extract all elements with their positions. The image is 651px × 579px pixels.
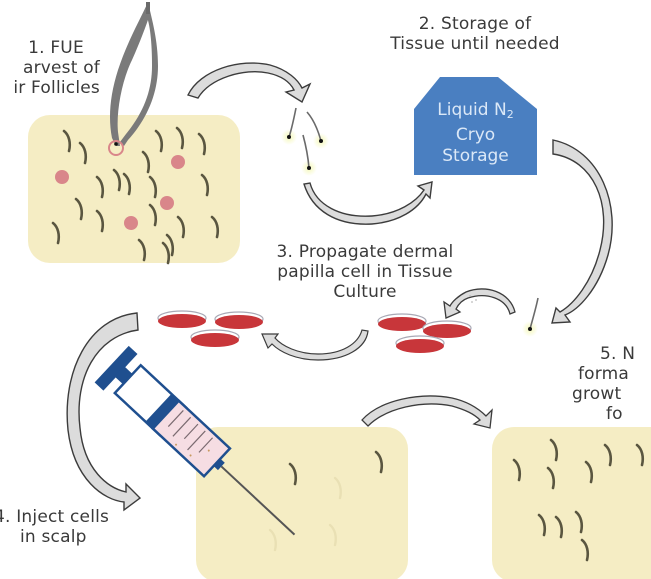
extraction-wound [171,155,185,169]
step-5-line-2: forma [578,364,630,384]
hair-strand [537,513,547,537]
step-2-label: 2. Storage of Tissue until needed [370,14,580,54]
petri-dish-group-right [377,313,472,353]
step-3-line-1: 3. Propagate dermal [276,242,454,262]
hair-strand [176,215,186,239]
hair-strand [580,538,590,562]
curved-arrow-4 [443,288,516,319]
faint-hair-strand [328,523,337,547]
cryo-storage-label: Liquid N2 Cryo Storage [414,100,537,167]
curved-arrow-5 [261,329,369,361]
hair-strand [154,129,164,153]
hair-strand [374,450,384,474]
step-3-line-2: papilla cell in Tissue [277,262,453,282]
step-5-label: 5. N forma growt fo [572,344,651,424]
faint-hair-group [268,476,342,552]
step-5-line-3: growt [572,384,622,404]
faint-hair-strand [268,528,277,552]
hair-group-injection [288,450,384,486]
petri-dish-group-left [157,310,264,347]
curved-arrow-6 [66,312,142,512]
petri-dish [190,329,240,347]
hair-strand [95,209,105,233]
step-1-line-3: ir Follicles [13,78,100,98]
extraction-wound [55,170,69,184]
petri-dish [422,320,472,338]
single-follicle [522,297,539,337]
petri-dish [395,335,445,353]
scalp-patch-injection [196,427,408,579]
hair-group-growth [512,438,645,562]
step-3-label: 3. Propagate dermal papilla cell in Tiss… [250,242,480,302]
hair-strand [148,175,158,199]
hair-strand [546,466,556,490]
hair-strand [554,515,564,539]
wound-group [55,155,185,230]
hair-strand [574,510,584,534]
hair-strand [95,175,105,199]
petri-dish [377,313,427,331]
tweezers-icon [108,2,158,156]
hair-strand [200,173,210,197]
hair-strand [512,458,522,482]
curved-arrow-2 [303,181,433,225]
cryo-line-3: Storage [442,146,509,166]
hair-strand [148,203,158,227]
hair-strand [122,172,132,196]
step-4-label: 4. Inject cells in scalp [0,507,134,547]
hair-strand [288,462,298,486]
step-1-line-1: 1. FUE [28,38,84,58]
step-1-label: 1. FUE arvest of ir Follicles [0,38,100,98]
hair-strand [175,126,185,150]
hair-strand [137,238,147,262]
curved-arrow-7 [361,395,493,429]
step-3-line-3: Culture [333,282,397,302]
hair-strand [549,438,559,462]
scalp-patch-growth [492,427,651,579]
hair-strand [62,129,72,153]
hair-strand [51,221,61,245]
hair-strand [141,150,151,174]
cryo-storage-box [414,77,537,175]
petri-dish [214,311,264,329]
curved-arrow-3 [551,139,613,324]
cryo-line-1-subscript: 2 [506,108,514,121]
hair-group-harvest [51,126,220,265]
hair-strand [197,132,207,156]
step-1-line-2: arvest of [22,58,100,78]
step-4-line-1: 4. Inject cells [0,507,110,527]
hair-strand [74,197,84,221]
faint-hair-strand [333,476,342,500]
cryo-line-2: Cryo [455,125,496,145]
hair-strand [210,215,220,239]
syringe-icon [94,345,296,536]
hair-strand [584,460,594,484]
scalp-patch-harvest [28,115,240,263]
step-2-line-1: 2. Storage of [418,14,532,34]
harvested-follicles [281,107,329,176]
step-5-line-4: fo [606,404,623,424]
extraction-wound [160,196,174,210]
step-5-line-1: 5. N [600,344,636,364]
cryo-line-1: Liquid N2 [414,100,537,125]
hair-strand [78,141,88,165]
petri-dish [157,310,207,328]
hair-strand [635,443,645,467]
hair-strand [603,443,613,467]
step-4-line-2: in scalp [20,527,87,547]
curved-arrow-1 [187,62,312,104]
hair-strand [161,241,171,265]
hair-strand [165,233,175,257]
cryo-line-1-main: Liquid N [437,100,507,120]
extraction-wound [124,216,138,230]
hair-strand [112,168,122,192]
step-2-line-2: Tissue until needed [390,34,560,54]
